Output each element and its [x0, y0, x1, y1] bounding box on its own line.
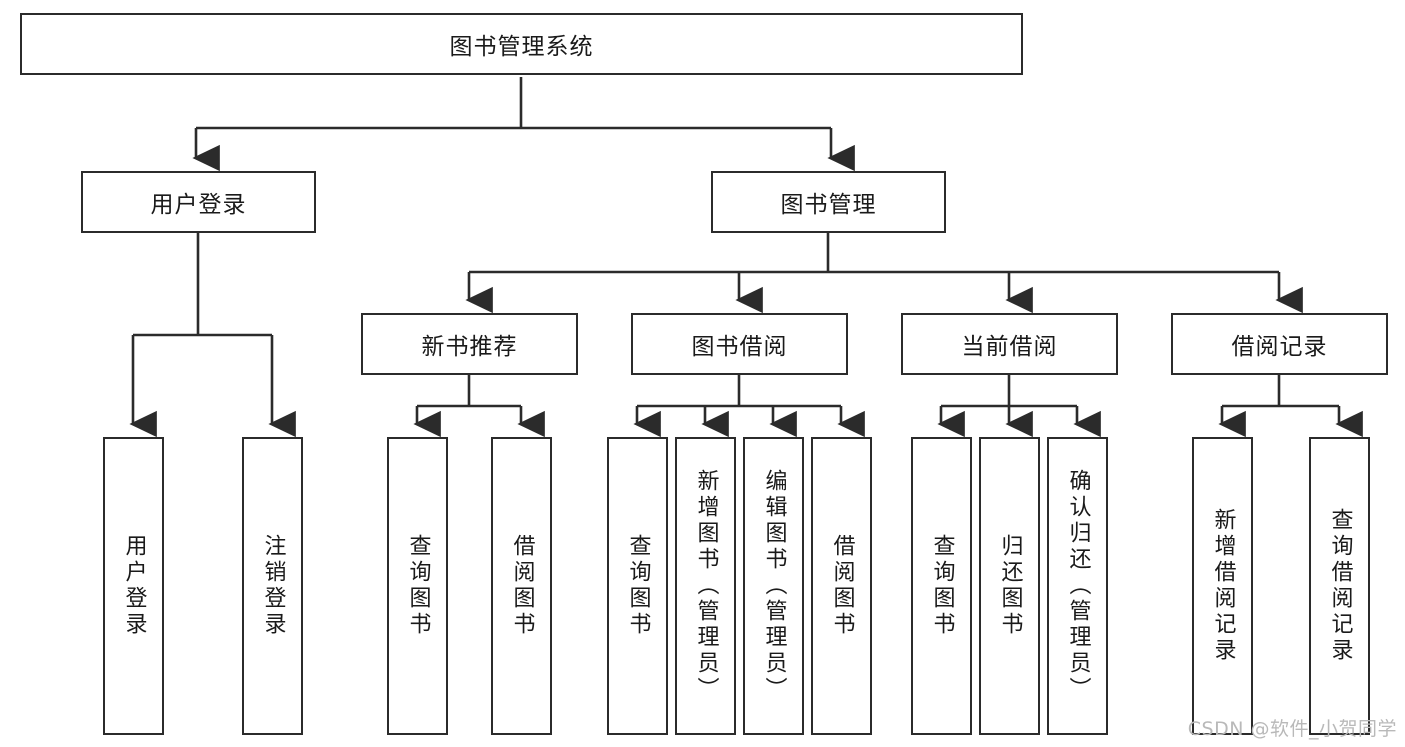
- leaf-query-book-new[interactable]: 查询图书: [387, 437, 448, 735]
- leaf-query-borrow-record-label: 查询借阅记录: [1327, 508, 1353, 664]
- leaf-edit-book-admin[interactable]: 编辑图书（管理员）: [743, 437, 804, 735]
- node-book-borrow[interactable]: 图书借阅: [631, 313, 848, 375]
- leaf-query-book-current-label: 查询图书: [929, 534, 955, 638]
- leaf-logout[interactable]: 注销登录: [242, 437, 303, 735]
- node-user-login[interactable]: 用户登录: [81, 171, 316, 233]
- leaf-borrow-book-label: 借阅图书: [829, 534, 855, 638]
- leaf-query-borrow-record[interactable]: 查询借阅记录: [1309, 437, 1370, 735]
- leaf-user-login-label: 用户登录: [121, 534, 147, 638]
- leaf-logout-label: 注销登录: [260, 534, 286, 638]
- leaf-user-login[interactable]: 用户登录: [103, 437, 164, 735]
- leaf-add-borrow-record-label: 新增借阅记录: [1210, 508, 1236, 664]
- node-new-book-recommend-label: 新书推荐: [421, 334, 518, 360]
- leaf-query-book-new-label: 查询图书: [405, 534, 431, 638]
- leaf-edit-book-admin-label: 编辑图书（管理员）: [761, 469, 787, 703]
- node-new-book-recommend[interactable]: 新书推荐: [361, 313, 578, 375]
- node-current-borrow[interactable]: 当前借阅: [901, 313, 1118, 375]
- leaf-add-book-admin-label: 新增图书（管理员）: [693, 469, 719, 703]
- node-borrow-record[interactable]: 借阅记录: [1171, 313, 1388, 375]
- leaf-borrow-book-new[interactable]: 借阅图书: [491, 437, 552, 735]
- node-borrow-record-label: 借阅记录: [1231, 334, 1328, 360]
- leaf-confirm-return-admin[interactable]: 确认归还（管理员）: [1047, 437, 1108, 735]
- leaf-query-book-borrow-label: 查询图书: [625, 534, 651, 638]
- node-book-management[interactable]: 图书管理: [711, 171, 946, 233]
- node-book-borrow-label: 图书借阅: [691, 334, 788, 360]
- csdn-watermark: CSDN @软件_小贺同学: [1187, 718, 1397, 740]
- node-book-management-label: 图书管理: [780, 192, 877, 218]
- node-current-borrow-label: 当前借阅: [961, 334, 1058, 360]
- leaf-query-book-current[interactable]: 查询图书: [911, 437, 972, 735]
- node-root[interactable]: 图书管理系统: [20, 13, 1023, 75]
- leaf-borrow-book-new-label: 借阅图书: [509, 534, 535, 638]
- leaf-return-book[interactable]: 归还图书: [979, 437, 1040, 735]
- leaf-return-book-label: 归还图书: [997, 534, 1023, 638]
- leaf-confirm-return-admin-label: 确认归还（管理员）: [1065, 469, 1091, 703]
- node-user-login-label: 用户登录: [150, 192, 247, 218]
- leaf-borrow-book[interactable]: 借阅图书: [811, 437, 872, 735]
- node-root-label: 图书管理系统: [449, 34, 594, 60]
- leaf-add-borrow-record[interactable]: 新增借阅记录: [1192, 437, 1253, 735]
- leaf-query-book-borrow[interactable]: 查询图书: [607, 437, 668, 735]
- leaf-add-book-admin[interactable]: 新增图书（管理员）: [675, 437, 736, 735]
